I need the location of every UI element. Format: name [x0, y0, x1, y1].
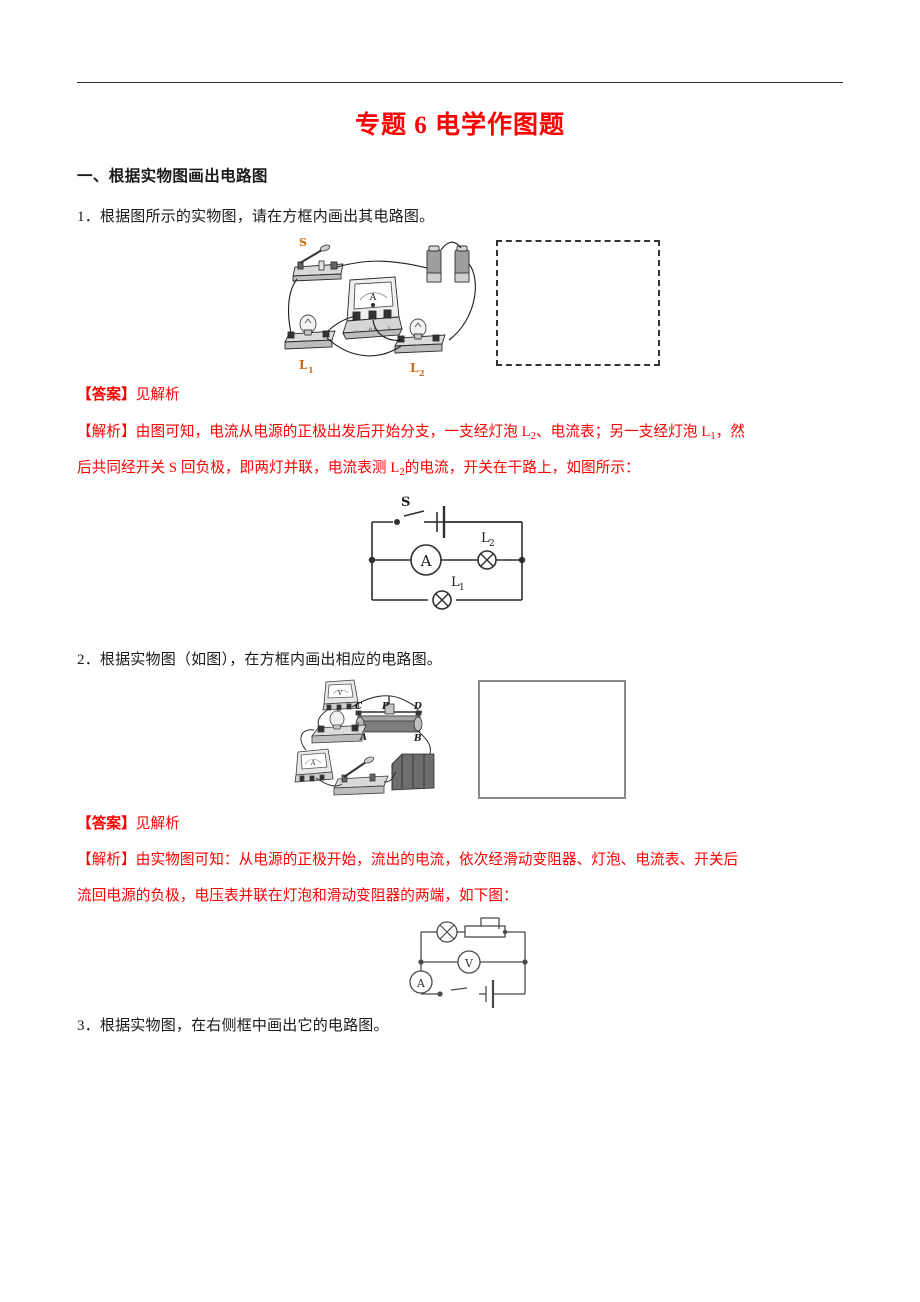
page-title: 专题 6 电学作图题 [354, 112, 565, 139]
svg-text:2: 2 [489, 539, 495, 549]
svg-text:1: 1 [459, 583, 465, 593]
label-B: B [413, 734, 422, 744]
connecting-wires-2 [300, 695, 431, 787]
lamp-apparatus [311, 710, 367, 744]
question-3-prompt: 3．根据实物图，在右侧框中画出它的电路图。 [77, 1018, 389, 1034]
svg-text:V: V [337, 690, 343, 697]
analysis-text-2: 后共同经开关 S 回负极，即两灯并联，电流表测 L2的电流，开关在干路上，如图所… [77, 460, 640, 478]
label-L1: L [299, 358, 308, 372]
label-D: D [413, 702, 422, 712]
battery-apparatus [426, 245, 470, 283]
junction-dot-left-2 [418, 959, 424, 965]
question-1-answer-box[interactable] [496, 240, 660, 366]
voltmeter-symbol-2 [457, 950, 481, 974]
junction-dot-right [518, 556, 526, 564]
question-2-prompt: 2．根据实物图（如图），在方框内画出相应的电路图。 [77, 652, 443, 668]
connecting-wires [287, 241, 476, 357]
analysis-2-text-2: 流回电源的负极，电压表并联在灯泡和滑动变阻器的两端，如下图： [77, 888, 518, 904]
lamp-L2-apparatus [394, 318, 446, 354]
label-C: C [355, 702, 363, 712]
svg-text:A: A [369, 293, 377, 303]
question-1-solution-figure: A S L 2 L 1 [336, 494, 586, 629]
analysis-2-text-1: 【解析】由实物图可知：从电源的正极开始，流出的电流，依次经滑动变阻器、灯泡、电流… [77, 852, 739, 868]
junction-dot-left [368, 556, 376, 564]
label-S-schematic: S [401, 495, 410, 510]
label-A: A [359, 733, 367, 743]
label-P: P [381, 702, 389, 712]
question-2-analysis-line-1: 【解析】由实物图可知：从电源的正极开始，流出的电流，依次经滑动变阻器、灯泡、电流… [77, 848, 738, 869]
answer-text: 见解析 [135, 387, 180, 403]
ammeter-symbol [410, 544, 442, 576]
section-heading: 一、根据实物图画出电路图 [77, 167, 268, 185]
label-L1-schematic: L [451, 575, 460, 590]
ammeter-symbol-2 [409, 970, 433, 994]
svg-text:2: 2 [419, 368, 425, 378]
svg-text:A: A [310, 760, 316, 767]
label-L2-schematic: L [481, 531, 490, 546]
svg-text:3: 3 [387, 326, 390, 332]
rheostat-apparatus [355, 696, 423, 733]
question-1-prompt: 1．根据图所示的实物图，请在方框内画出其电路图。 [77, 209, 435, 225]
analysis-text-1: 【解析】由图可知，电流从电源的正极出发后开始分支，一支经灯泡 L2、电流表；另一… [77, 424, 746, 442]
question-1-answer-line: 【答案】见解析 [77, 383, 180, 404]
ammeter-apparatus: A – 0.6 3 [342, 276, 403, 340]
junction-dot-right-2 [522, 959, 528, 965]
lamp-L1-symbol [432, 590, 452, 610]
lamp-L2-symbol [477, 550, 497, 570]
svg-text:–: – [355, 328, 358, 334]
answer-text-2: 见解析 [135, 816, 180, 832]
question-1-figure: A – 0.6 3 [277, 234, 487, 382]
svg-text:A: A [416, 977, 426, 990]
question-2-answer-box[interactable] [478, 680, 626, 799]
battery-pack-apparatus [391, 753, 435, 791]
question-2-answer-line: 【答案】见解析 [77, 812, 180, 833]
header-rule [77, 82, 843, 83]
ammeter-apparatus-2: A [294, 748, 334, 783]
label-L2: L [410, 361, 419, 375]
svg-text:V: V [464, 957, 474, 970]
switch-symbol-2 [437, 991, 443, 997]
question-2-solution-figure: V A [383, 910, 583, 1010]
question-1-analysis-line-2: 后共同经开关 S 回负极，即两灯并联，电流表测 L2的电流，开关在干路上，如图所… [77, 456, 640, 478]
label-S: S [299, 236, 307, 249]
voltmeter-apparatus: V [322, 679, 360, 711]
question-2-analysis-line-2: 流回电源的负极，电压表并联在灯泡和滑动变阻器的两端，如下图： [77, 884, 518, 905]
switch-symbol [394, 519, 400, 525]
switch-apparatus-2 [333, 756, 389, 796]
rheostat-tap-dot [502, 929, 508, 935]
question-1-analysis-line-1: 【解析】由图可知，电流从电源的正极出发后开始分支，一支经灯泡 L2、电流表；另一… [77, 420, 745, 442]
answer-label: 【答案】 [77, 387, 136, 403]
lamp-symbol-2 [436, 921, 458, 943]
svg-text:0.6: 0.6 [369, 327, 377, 333]
svg-text:1: 1 [308, 365, 314, 375]
lamp-L1-apparatus [284, 314, 336, 350]
switch-apparatus [292, 244, 344, 282]
question-2-figure: V [292, 678, 472, 806]
answer-label-2: 【答案】 [77, 816, 136, 832]
svg-text:A: A [420, 552, 432, 570]
